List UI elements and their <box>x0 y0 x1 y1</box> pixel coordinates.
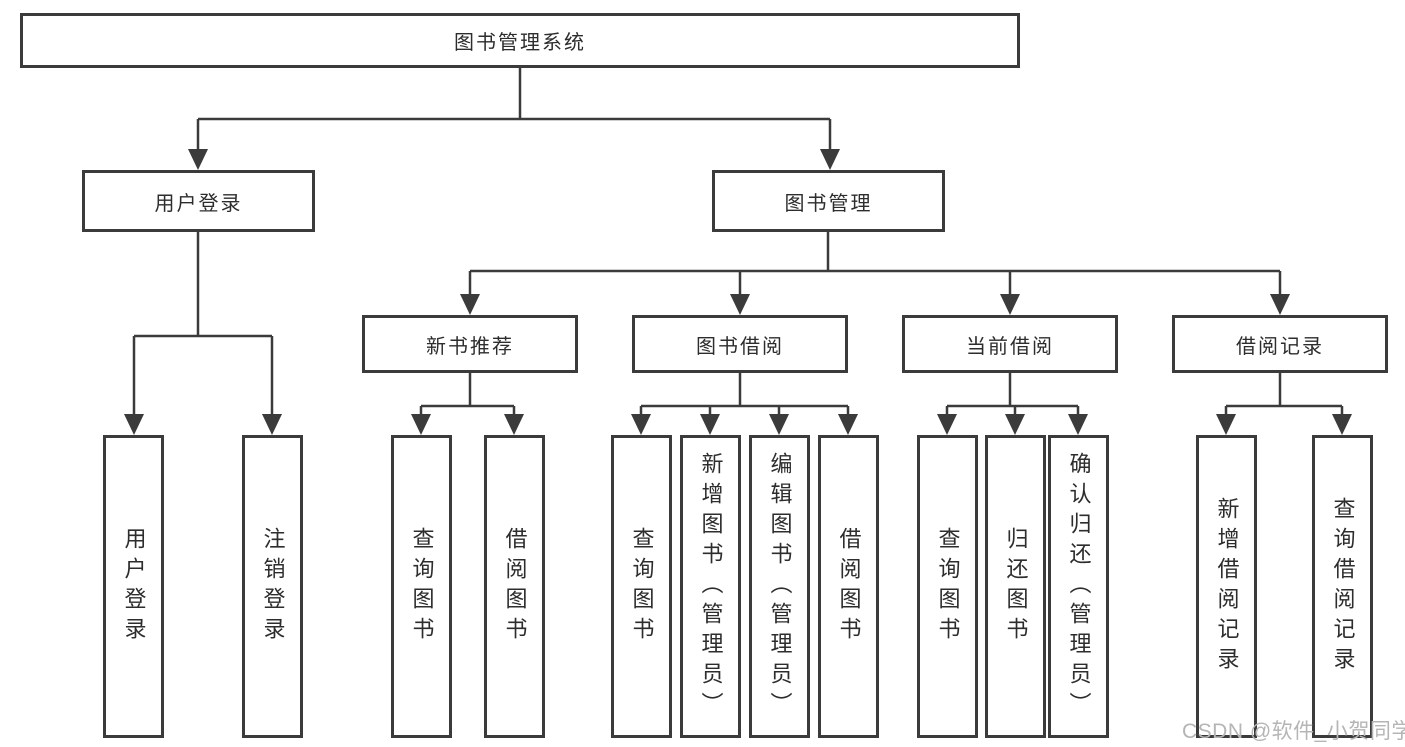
leaf-borrow-edit-label: 编辑图书（管理员） <box>767 451 793 722</box>
leaf-current-return-label: 归还图书 <box>1003 526 1029 647</box>
leaf-borrow-borrow-label: 借阅图书 <box>836 526 862 647</box>
connector-borrow-to-leaves <box>631 373 858 435</box>
leaf-records-add-label: 新增借阅记录 <box>1214 496 1240 677</box>
leaf-newbooks-query-label: 查询图书 <box>409 526 435 647</box>
leaf-current-return: 归还图书 <box>985 435 1046 738</box>
leaf-records-add: 新增借阅记录 <box>1196 435 1257 738</box>
leaf-borrow-query: 查询图书 <box>611 435 672 738</box>
leaf-records-query-label: 查询借阅记录 <box>1330 496 1356 677</box>
leaf-borrow-edit: 编辑图书（管理员） <box>749 435 810 738</box>
connector-current-to-leaves <box>937 373 1088 435</box>
node-root: 图书管理系统 <box>20 13 1020 68</box>
connector-records-to-leaves <box>1216 373 1352 435</box>
leaf-borrow-add-label: 新增图书（管理员） <box>698 451 724 722</box>
watermark: CSDN @软件_小贺同学 <box>1182 720 1405 743</box>
node-user-login: 用户登录 <box>82 170 315 232</box>
leaf-borrow-add: 新增图书（管理员） <box>680 435 741 738</box>
connector-newbooks-to-leaves <box>411 373 524 435</box>
leaf-records-query: 查询借阅记录 <box>1312 435 1373 738</box>
connector-management-to-level3 <box>460 232 1290 315</box>
leaf-newbooks-borrow: 借阅图书 <box>484 435 545 738</box>
leaf-current-confirm: 确认归还（管理员） <box>1048 435 1109 738</box>
leaf-borrow-borrow: 借阅图书 <box>818 435 879 738</box>
node-current-borrow: 当前借阅 <box>902 315 1118 373</box>
leaf-borrow-query-label: 查询图书 <box>629 526 655 647</box>
leaf-user-login-label: 用户登录 <box>121 526 147 647</box>
leaf-current-confirm-label: 确认归还（管理员） <box>1066 451 1092 722</box>
node-new-books: 新书推荐 <box>362 315 578 373</box>
node-book-borrow: 图书借阅 <box>632 315 848 373</box>
leaf-user-login: 用户登录 <box>103 435 164 738</box>
leaf-newbooks-borrow-label: 借阅图书 <box>502 526 528 647</box>
leaf-current-query-label: 查询图书 <box>935 526 961 647</box>
connector-login-to-leaves <box>124 232 282 435</box>
leaf-current-query: 查询图书 <box>917 435 978 738</box>
leaf-logout: 注销登录 <box>242 435 303 738</box>
leaf-logout-label: 注销登录 <box>260 526 286 647</box>
node-borrow-records: 借阅记录 <box>1172 315 1388 373</box>
leaf-newbooks-query: 查询图书 <box>391 435 452 738</box>
connector-root-to-level2 <box>188 68 840 170</box>
node-book-management: 图书管理 <box>712 170 945 232</box>
